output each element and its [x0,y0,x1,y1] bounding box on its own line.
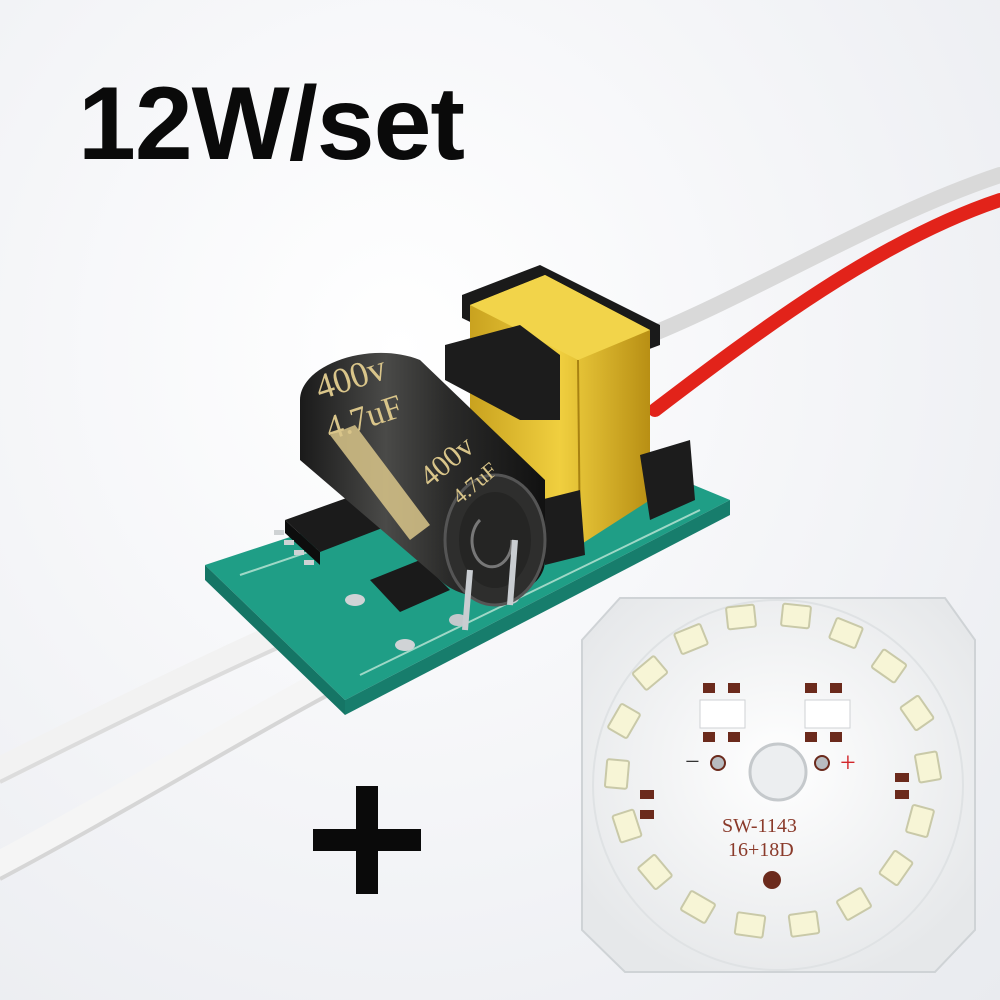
led-chips [603,602,942,939]
led-board-spec-label: 16+18D [728,839,794,861]
plus-sign-vertical-bar [356,786,378,894]
red-wire [648,193,1000,417]
led-board-plus-label: + [840,748,856,779]
led-board: − + SW-1143 16+18D [581,597,976,973]
led-board-model-label: SW-1143 [722,815,797,837]
led-board-minus-label: − [685,747,700,776]
capacitor: 400v 4.7uF 400v 4.7uF [300,347,547,631]
mounting-hole [748,742,808,802]
product-title: 12W/set [78,66,465,182]
white-wire-back [642,167,1000,343]
plus-sign [313,786,421,894]
